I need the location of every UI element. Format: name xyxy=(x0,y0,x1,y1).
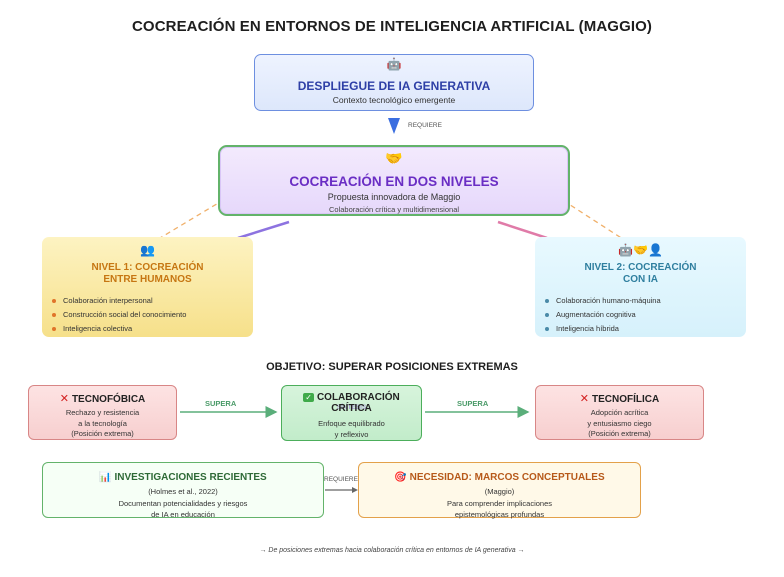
target-icon: 🎯 xyxy=(394,472,407,483)
investigaciones-box: 📊 INVESTIGACIONES RECIENTES (Holmes et a… xyxy=(42,462,324,521)
necesidad-citation: (Maggio) xyxy=(484,487,515,496)
footer-caption: → De posiciones extremas hacia colaborac… xyxy=(259,547,525,554)
tecnofobica-box: ✕TECNOFÓBICA Rechazo y resistencia a la … xyxy=(28,385,177,440)
tecnofilica-line1: Adopción acrítica xyxy=(590,408,649,417)
tecnofobica-line2: a la tecnología xyxy=(78,418,127,428)
tecnofilica-line2: y entusiasmo ciego xyxy=(587,418,652,428)
necesidad-desc: Para comprender implicaciones epistemoló… xyxy=(359,499,640,521)
colaboracion-line1: Enfoque equilibrado xyxy=(318,419,385,428)
supera-label-left: SUPERA xyxy=(205,399,237,408)
handshake-icon: 🤝 xyxy=(385,150,403,166)
level2-heading-line2: CON IA xyxy=(623,274,658,285)
level2-box: 🤖🤝👤 NIVEL 2: COCREACIÓN CON IA Colaborac… xyxy=(535,237,746,337)
investigaciones-heading: 📊 INVESTIGACIONES RECIENTES xyxy=(43,472,323,483)
sintesis-overlay: SÍNTESIS xyxy=(336,404,367,411)
tecnofilica-desc: Adopción acrítica y entusiasmo ciego (Po… xyxy=(536,408,703,440)
level1-box: 👥 NIVEL 1: COCREACIÓN ENTRE HUMANOS Cola… xyxy=(42,237,253,337)
people-icon: 👥 xyxy=(140,243,155,257)
investigaciones-desc: Documentan potencialidades y riesgos de … xyxy=(43,499,323,521)
list-item: Inteligencia colectiva xyxy=(52,322,186,336)
investigaciones-citation: (Holmes et al., 2022) xyxy=(148,487,218,496)
requiere-label-top: REQUIERE xyxy=(408,122,442,129)
level1-list: Colaboración interpersonal Construcción … xyxy=(52,294,186,336)
tecnofobica-line3: (Posición extrema) xyxy=(71,429,134,438)
supera-label-right: SUPERA xyxy=(457,399,489,408)
check-icon: ✓ xyxy=(303,393,314,402)
tecnofobica-desc: Rechazo y resistencia a la tecnología (P… xyxy=(29,408,176,440)
top-box-subtext: Contexto tecnológico emergente xyxy=(332,95,456,105)
necesidad-heading: 🎯 NECESIDAD: MARCOS CONCEPTUALES xyxy=(359,472,640,483)
list-item: Construcción social del conocimiento xyxy=(52,308,186,322)
robot-icon: 🤖 xyxy=(386,57,402,71)
list-item: Augmentación cognitiva xyxy=(545,308,661,322)
tecnofilica-box: ✕TECNOFÍLICA Adopción acrítica y entusia… xyxy=(535,385,704,440)
investigaciones-line1: Documentan potencialidades y riesgos xyxy=(118,499,248,508)
tecnofobica-line1: Rechazo y resistencia xyxy=(65,408,140,417)
colaboracion-heading-line2: CRÍTICA xyxy=(331,403,372,414)
level2-list: Colaboración humano-máquina Augmentación… xyxy=(545,294,661,336)
center-box-subtext2: Colaboración crítica y multidimensional xyxy=(328,205,460,214)
center-box-heading: COCREACIÓN EN DOS NIVELES xyxy=(289,174,499,189)
necesidad-line1: Para comprender implicaciones xyxy=(446,499,553,508)
tecnofilica-line3: (Posición extrema) xyxy=(588,429,651,438)
bar-chart-icon: 📊 xyxy=(99,472,112,483)
robot-handshake-person-icon: 🤖🤝👤 xyxy=(618,243,663,257)
objective-title: OBJETIVO: SUPERAR POSICIONES EXTREMAS xyxy=(266,361,518,373)
necesidad-heading-text: NECESIDAD: MARCOS CONCEPTUALES xyxy=(409,472,605,483)
list-item: Inteligencia híbrida xyxy=(545,322,661,336)
level1-heading: NIVEL 1: COCREACIÓN ENTRE HUMANOS xyxy=(42,262,253,286)
colaboracion-line2: y reflexivo xyxy=(334,429,369,439)
level2-heading: NIVEL 2: COCREACIÓN CON IA xyxy=(535,262,746,286)
tecnofobica-heading-text: TECNOFÓBICA xyxy=(71,394,146,405)
necesidad-line2: epistemológicas profundas xyxy=(454,509,545,519)
requiere-arrow xyxy=(388,118,400,134)
cross-icon: ✕ xyxy=(579,393,589,405)
requiere-label-bottom: REQUIERE xyxy=(324,476,358,483)
necesidad-box: 🎯 NECESIDAD: MARCOS CONCEPTUALES (Maggio… xyxy=(358,462,641,521)
tecnofilica-heading: ✕TECNOFÍLICA xyxy=(536,392,703,405)
colaboracion-desc: Enfoque equilibrado y reflexivo xyxy=(282,419,421,440)
top-box: 🤖 DESPLIEGUE DE IA GENERATIVA Contexto t… xyxy=(254,54,534,111)
tecnofilica-heading-text: TECNOFÍLICA xyxy=(592,394,660,405)
list-item: Colaboración interpersonal xyxy=(52,294,186,308)
center-to-level2-line xyxy=(497,220,548,240)
level1-heading-line1: NIVEL 1: COCREACIÓN xyxy=(91,262,204,273)
level2-heading-line1: NIVEL 2: COCREACIÓN xyxy=(584,262,697,273)
investigaciones-heading-text: INVESTIGACIONES RECIENTES xyxy=(114,472,267,483)
level1-heading-line2: ENTRE HUMANOS xyxy=(103,274,192,285)
cross-icon: ✕ xyxy=(59,393,69,405)
list-item: Colaboración humano-máquina xyxy=(545,294,661,308)
investigaciones-line2: de IA en educación xyxy=(151,509,215,519)
page-title: COCREACIÓN EN ENTORNOS DE INTELIGENCIA A… xyxy=(132,18,652,35)
center-box: 🤝 COCREACIÓN EN DOS NIVELES Propuesta in… xyxy=(218,145,570,216)
center-to-level1-line xyxy=(237,220,290,240)
top-box-heading: DESPLIEGUE DE IA GENERATIVA xyxy=(297,79,491,93)
colaboracion-heading-line1: COLABORACIÓN xyxy=(316,392,400,403)
center-box-subtext1: Propuesta innovadora de Maggio xyxy=(327,192,461,202)
tecnofobica-heading: ✕TECNOFÓBICA xyxy=(29,392,176,405)
